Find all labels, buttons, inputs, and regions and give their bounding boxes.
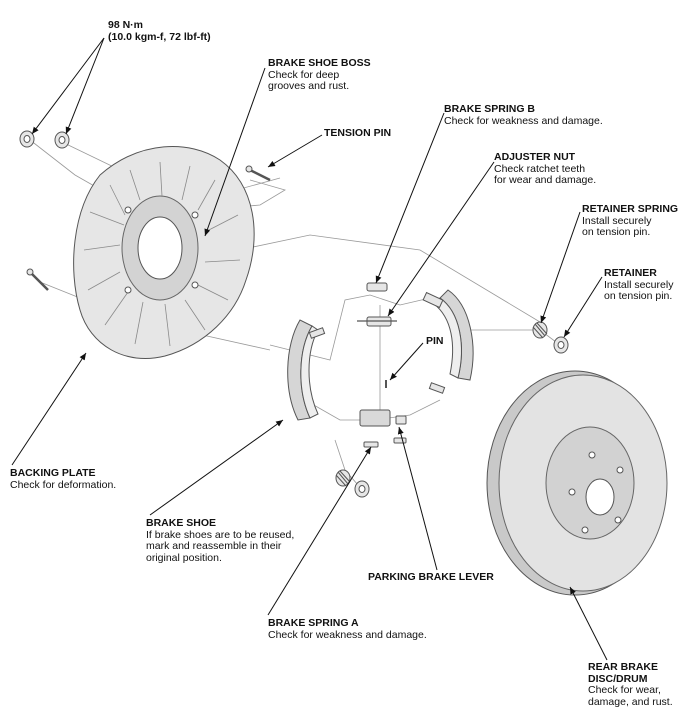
- brake-spring-a-desc: Check for weakness and damage.: [268, 628, 427, 641]
- brake-shoe-desc-2: mark and reassemble in their: [146, 540, 282, 552]
- tension-pin-title: TENSION PIN: [324, 127, 392, 139]
- rear-brake-disc-desc-2: damage, and rust.: [588, 695, 673, 708]
- brake-shoe-desc-1: If brake shoes are to be reused,: [146, 528, 295, 541]
- torque-line-2: (10.0 kgm-f, 72 lbf-ft): [108, 30, 211, 43]
- rear-brake-disc: [486, 370, 668, 596]
- torque-spec: 98 N·m (10.0 kgm-f, 72 lbf-ft): [108, 19, 211, 43]
- label-brake-spring-b: BRAKE SPRING B Check for weakness and da…: [444, 103, 603, 127]
- backing-plate-desc: Check for deformation.: [10, 478, 117, 491]
- brake-shoes: [287, 289, 474, 421]
- tension-pins: [26, 165, 271, 291]
- label-backing-plate: BACKING PLATE Check for deformation.: [10, 467, 117, 491]
- label-adjuster-nut: ADJUSTER NUT Check ratchet teeth for wea…: [494, 151, 597, 187]
- label-brake-shoe: BRAKE SHOE If brake shoes are to be reus…: [146, 517, 295, 564]
- retainer-spring-title: RETAINER SPRING: [582, 203, 679, 215]
- label-retainer-spring: RETAINER SPRING Install securely on tens…: [582, 203, 679, 239]
- mounting-bolts: [19, 130, 70, 149]
- brake-shoe-boss-title: BRAKE SHOE BOSS: [268, 57, 371, 69]
- rear-brake-disc-desc-1: Check for wear,: [588, 684, 661, 696]
- brake-spring-b-desc: Check for weakness and damage.: [444, 114, 603, 127]
- rear-brake-disc-title-2: DISC/DRUM: [588, 672, 648, 685]
- parking-brake-lever-title: PARKING BRAKE LEVER: [368, 571, 494, 583]
- label-pin: PIN: [426, 335, 444, 348]
- brake-shoe-boss-desc-1: Check for deep: [268, 68, 340, 81]
- retainer-spring-desc-2: on tension pin.: [582, 226, 651, 238]
- retainer-desc-1: Install securely: [604, 278, 674, 291]
- retainer-title: RETAINER: [604, 267, 657, 279]
- brake-spring-a-title: BRAKE SPRING A: [268, 617, 359, 629]
- brake-spring-b-title: BRAKE SPRING B: [444, 103, 536, 115]
- torque-line-1: 98 N·m: [108, 19, 144, 31]
- adjuster-nut-desc-2: for wear and damage.: [494, 174, 597, 186]
- leader-lines: [11, 37, 608, 661]
- label-parking-brake-lever: PARKING BRAKE LEVER: [368, 571, 494, 584]
- brake-shoe-desc-3: original position.: [146, 551, 222, 564]
- label-tension-pin: TENSION PIN: [324, 127, 392, 140]
- retainer-parts: [335, 321, 569, 498]
- brake-shoe-boss-desc-2: grooves and rust.: [268, 80, 350, 92]
- label-rear-brake-disc: REAR BRAKE DISC/DRUM Check for wear, dam…: [588, 661, 673, 708]
- label-brake-spring-a: BRAKE SPRING A Check for weakness and da…: [268, 617, 427, 641]
- backing-plate-title: BACKING PLATE: [10, 467, 96, 479]
- label-retainer: RETAINER Install securely on tension pin…: [604, 267, 674, 303]
- adjuster-nut-title: ADJUSTER NUT: [494, 151, 576, 163]
- rear-brake-disc-title-1: REAR BRAKE: [588, 661, 659, 673]
- label-brake-shoe-boss: BRAKE SHOE BOSS Check for deep grooves a…: [268, 57, 371, 93]
- retainer-spring-desc-1: Install securely: [582, 214, 652, 227]
- retainer-desc-2: on tension pin.: [604, 290, 673, 302]
- brake-shoe-title: BRAKE SHOE: [146, 517, 217, 529]
- pin-title: PIN: [426, 335, 444, 347]
- springs-and-adjuster: [357, 282, 407, 448]
- adjuster-nut-desc-1: Check ratchet teeth: [494, 162, 586, 175]
- backing-plate: [73, 146, 255, 359]
